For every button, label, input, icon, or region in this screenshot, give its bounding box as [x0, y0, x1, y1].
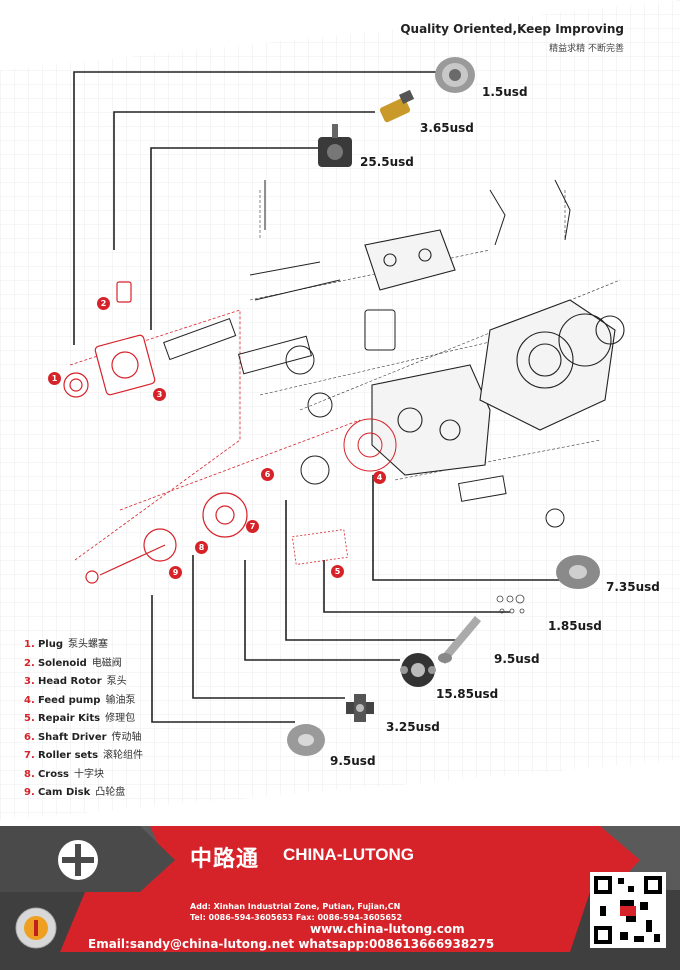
leader-lines-bottom — [151, 475, 560, 723]
callout-8: 8 — [195, 541, 208, 554]
leader-lines-top — [73, 71, 440, 345]
price-cross: 3.25usd — [386, 720, 440, 734]
part-thumb-cross — [346, 694, 374, 722]
slogan-en: Quality Oriented,Keep Improving — [400, 22, 624, 36]
slogan-cn: 精益求精 不断完善 — [549, 44, 624, 54]
price-cam-disk: 9.5usd — [330, 754, 376, 768]
price-feed-pump: 7.35usd — [606, 580, 660, 594]
company-phone: Tel: 0086-594-3605653 Fax: 0086-594-3605… — [190, 913, 403, 922]
part-thumb-solenoid — [379, 89, 415, 123]
price-repair-kit: 1.85usd — [548, 619, 602, 633]
repair-kit-card — [291, 529, 349, 565]
contact-email-whatsapp[interactable]: Email:sandy@china-lutong.net whatsapp:00… — [88, 937, 495, 951]
part-thumb-repair-kit — [496, 594, 525, 614]
qr-code-icon — [590, 872, 666, 948]
callout-9: 9 — [169, 566, 182, 579]
callout-1: 1 — [48, 372, 61, 385]
company-address: Add: Xinhan Industrial Zone, Putian, Fuj… — [190, 902, 401, 911]
price-head-rotor: 25.5usd — [360, 155, 414, 169]
highlight-parts — [63, 281, 248, 584]
company-website[interactable]: www.china-lutong.com — [310, 922, 465, 936]
pump-housing — [364, 229, 625, 476]
brand-name-en: CHINA-LUTONG — [283, 845, 414, 864]
exploded-diagram — [0, 0, 680, 820]
callout-3: 3 — [153, 388, 166, 401]
callout-5: 5 — [331, 565, 344, 578]
price-shaft-driver: 9.5usd — [494, 652, 540, 666]
price-roller-sets: 15.85usd — [436, 687, 499, 701]
mechanical-parts — [163, 179, 571, 528]
part-thumb-head-rotor — [318, 124, 352, 167]
price-plug: 1.5usd — [482, 85, 528, 99]
footer-banner — [0, 826, 680, 970]
part-thumb-feed-pump — [556, 555, 600, 589]
red-guides — [69, 309, 361, 561]
brand-logo-icon — [58, 840, 98, 880]
part-thumb-shaft — [438, 615, 482, 665]
part-thumb-roller — [400, 653, 436, 687]
callout-4: 4 — [373, 471, 386, 484]
callout-2: 2 — [97, 297, 110, 310]
part-thumb-plug — [435, 57, 475, 93]
price-solenoid: 3.65usd — [420, 121, 474, 135]
callout-7: 7 — [246, 520, 259, 533]
callout-6: 6 — [261, 468, 274, 481]
part-thumb-cam-disk — [287, 724, 325, 756]
brand-name-cn: 中路通 — [190, 847, 260, 872]
certification-logo-icon — [15, 907, 57, 949]
